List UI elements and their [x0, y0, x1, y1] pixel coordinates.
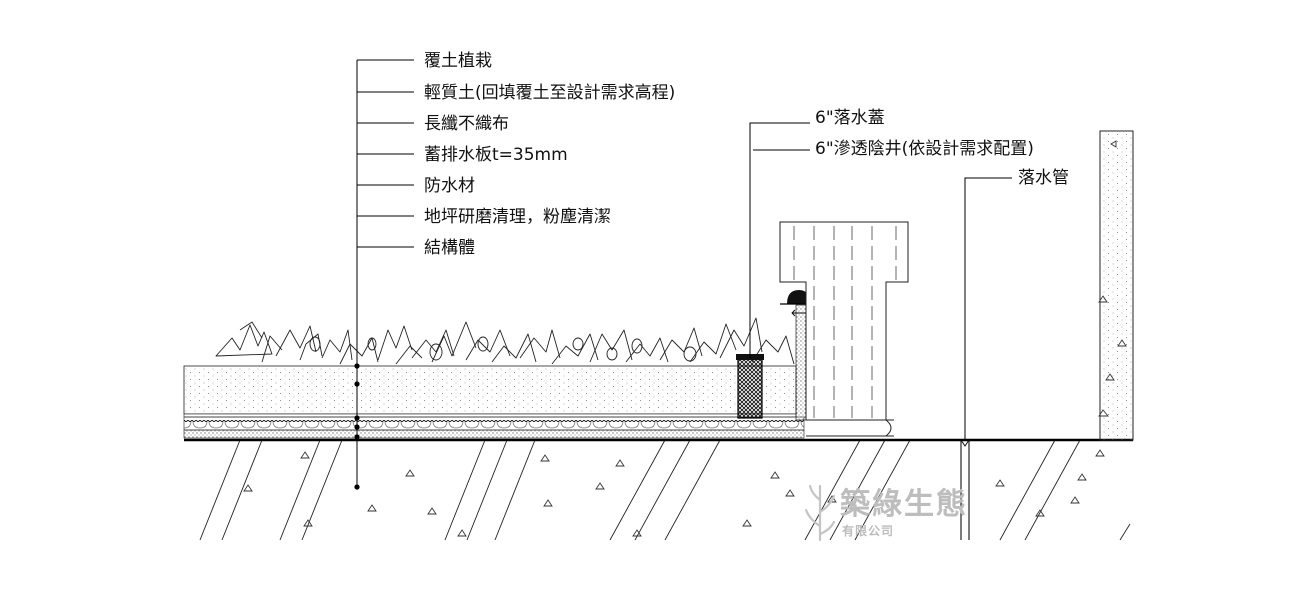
- downpipe: [960, 439, 970, 540]
- plants: [215, 317, 795, 365]
- label-floor-grinding: 地坪研磨清理，粉塵清潔: [424, 207, 611, 227]
- soil-layers: [183, 365, 805, 439]
- drain-labels: 6"落水蓋 6"滲透陰井(依設計需求配置) 落水管: [815, 108, 1069, 188]
- label-geotextile: 長纖不織布: [424, 114, 509, 134]
- drain-well: [736, 354, 764, 419]
- horizontal-pipe: [806, 419, 894, 437]
- label-lightweight-soil: 輕質土(回填覆土至設計需求高程): [424, 83, 675, 103]
- label-drain-cover: 6"落水蓋: [815, 108, 885, 128]
- structure-body: [199, 439, 1131, 541]
- parapet-wall: [779, 221, 909, 421]
- label-planting: 覆土植栽: [424, 51, 492, 71]
- label-waterproofing: 防水材: [424, 176, 475, 196]
- label-downpipe: 落水管: [1018, 168, 1069, 188]
- drain-leaders: [749, 122, 1012, 440]
- watermark-logo: 築綠生態 有限公司: [804, 484, 968, 542]
- label-structure: 結構體: [424, 238, 475, 258]
- layer-labels: 覆土植栽 輕質土(回填覆土至設計需求高程) 長纖不織布 蓄排水板t=35mm 防…: [424, 51, 675, 258]
- watermark-company: 有限公司: [842, 523, 894, 538]
- label-infiltration-well: 6"滲透陰井(依設計需求配置): [815, 139, 1034, 159]
- label-drainage-board: 蓄排水板t=35mm: [424, 145, 568, 165]
- wall-drain-strip: [795, 304, 807, 421]
- right-wall: [1098, 130, 1134, 441]
- leader-dots: [354, 363, 360, 490]
- watermark-name: 築綠生態: [840, 487, 968, 522]
- sprout-icon: [804, 484, 836, 542]
